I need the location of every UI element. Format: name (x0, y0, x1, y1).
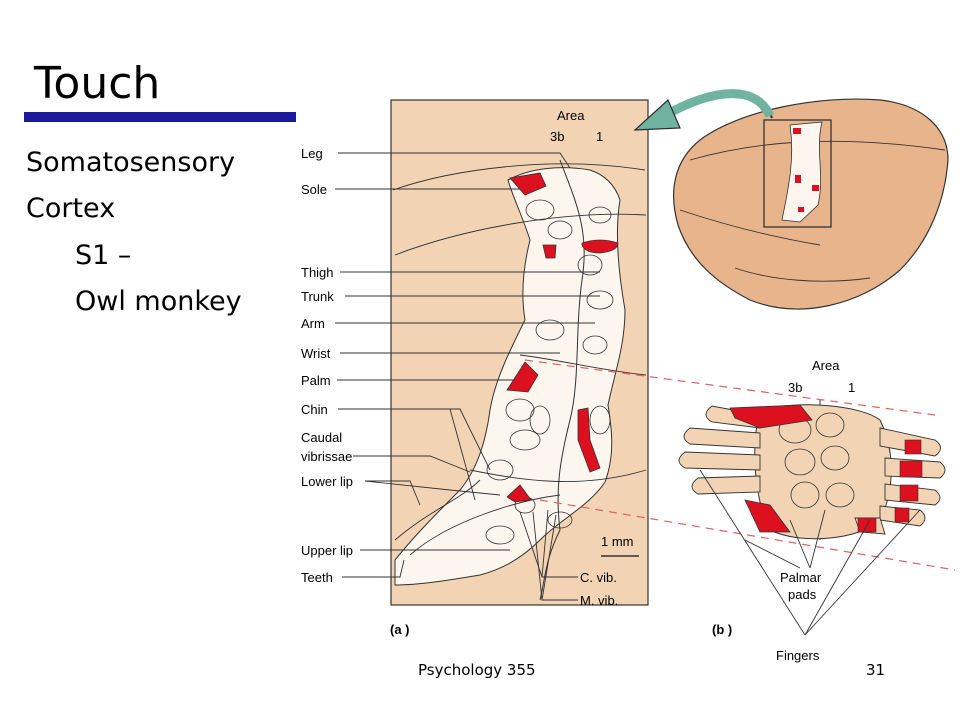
label-arm: Arm (301, 316, 325, 331)
label-lower-lip: Lower lip (301, 474, 353, 489)
arrow-head-icon (633, 98, 681, 131)
brain-sulcus (679, 209, 821, 246)
cortex-lobules (485, 199, 614, 545)
panel-b: Area 3b 1 (678, 358, 946, 663)
brain-strip (781, 121, 823, 223)
label-sole: Sole (301, 182, 327, 197)
right-fingers (854, 427, 946, 535)
scale-label: 1 mm (601, 534, 634, 549)
area-label-b: Area (812, 358, 840, 373)
red-patches-a (506, 172, 619, 503)
footer-course: Psychology 355 (418, 661, 536, 679)
left-fingers (678, 405, 761, 495)
label-wrist: Wrist (301, 346, 331, 361)
area-1-label-a: 1 (596, 129, 603, 144)
label-upper-lip: Upper lip (301, 543, 353, 558)
area-1-label-b: 1 (848, 380, 855, 395)
brain-red-patches (793, 128, 819, 212)
bullet-s1: S1 – (75, 240, 132, 271)
label-thigh: Thigh (301, 265, 334, 280)
bullet-cortex: Cortex (26, 193, 116, 224)
leader-lines-vib (519, 509, 578, 601)
label-palmar: Palmar (780, 570, 822, 585)
area-boundary-line (539, 159, 585, 601)
red-patch-palm (744, 499, 791, 533)
panel-a: Area 3b 1 Leg Sole Thigh Trunk Arm Wrist… (301, 99, 649, 637)
brain-sulcus (734, 267, 871, 282)
contour-line (409, 494, 561, 556)
title-underline (24, 112, 296, 122)
brain-inset-box (763, 119, 832, 228)
label-caudal: Caudal (301, 430, 342, 445)
label-leg: Leg (301, 146, 323, 161)
caption-b: (b ) (712, 622, 732, 637)
slide-title: Touch (34, 58, 161, 109)
area-label-a: Area (557, 108, 585, 123)
leader-lines-b (699, 469, 921, 636)
label-pads: pads (788, 587, 817, 602)
label-vibrissae: vibrissae (301, 449, 352, 464)
bullet-owl-monkey: Owl monkey (75, 286, 242, 317)
area-3b-label-a: 3b (550, 129, 564, 144)
footer-page-number: 31 (866, 661, 886, 679)
bullet-somatosensory: Somatosensory (26, 147, 236, 178)
label-teeth: Teeth (301, 570, 333, 585)
leader-lines-left (335, 152, 600, 578)
label-m-vib: M. vib. (580, 593, 618, 608)
brain-illustration (633, 89, 949, 310)
contour-line (392, 163, 646, 191)
projection-lines (524, 359, 956, 571)
contour-line (469, 469, 647, 482)
label-fingers: Fingers (776, 648, 820, 663)
label-c-vib: C. vib. (580, 570, 617, 585)
contour-line (394, 479, 481, 541)
caption-a: (a ) (390, 622, 410, 637)
contour-line (394, 213, 647, 256)
area-3b-label-b: 3b (788, 380, 802, 395)
label-trunk: Trunk (301, 289, 334, 304)
label-chin: Chin (301, 402, 328, 417)
red-patches-fingertips (857, 439, 923, 533)
contour-line (519, 354, 647, 376)
arrow-shaft (659, 89, 775, 121)
label-palm: Palm (301, 373, 331, 388)
red-patch-thumb (729, 404, 813, 429)
